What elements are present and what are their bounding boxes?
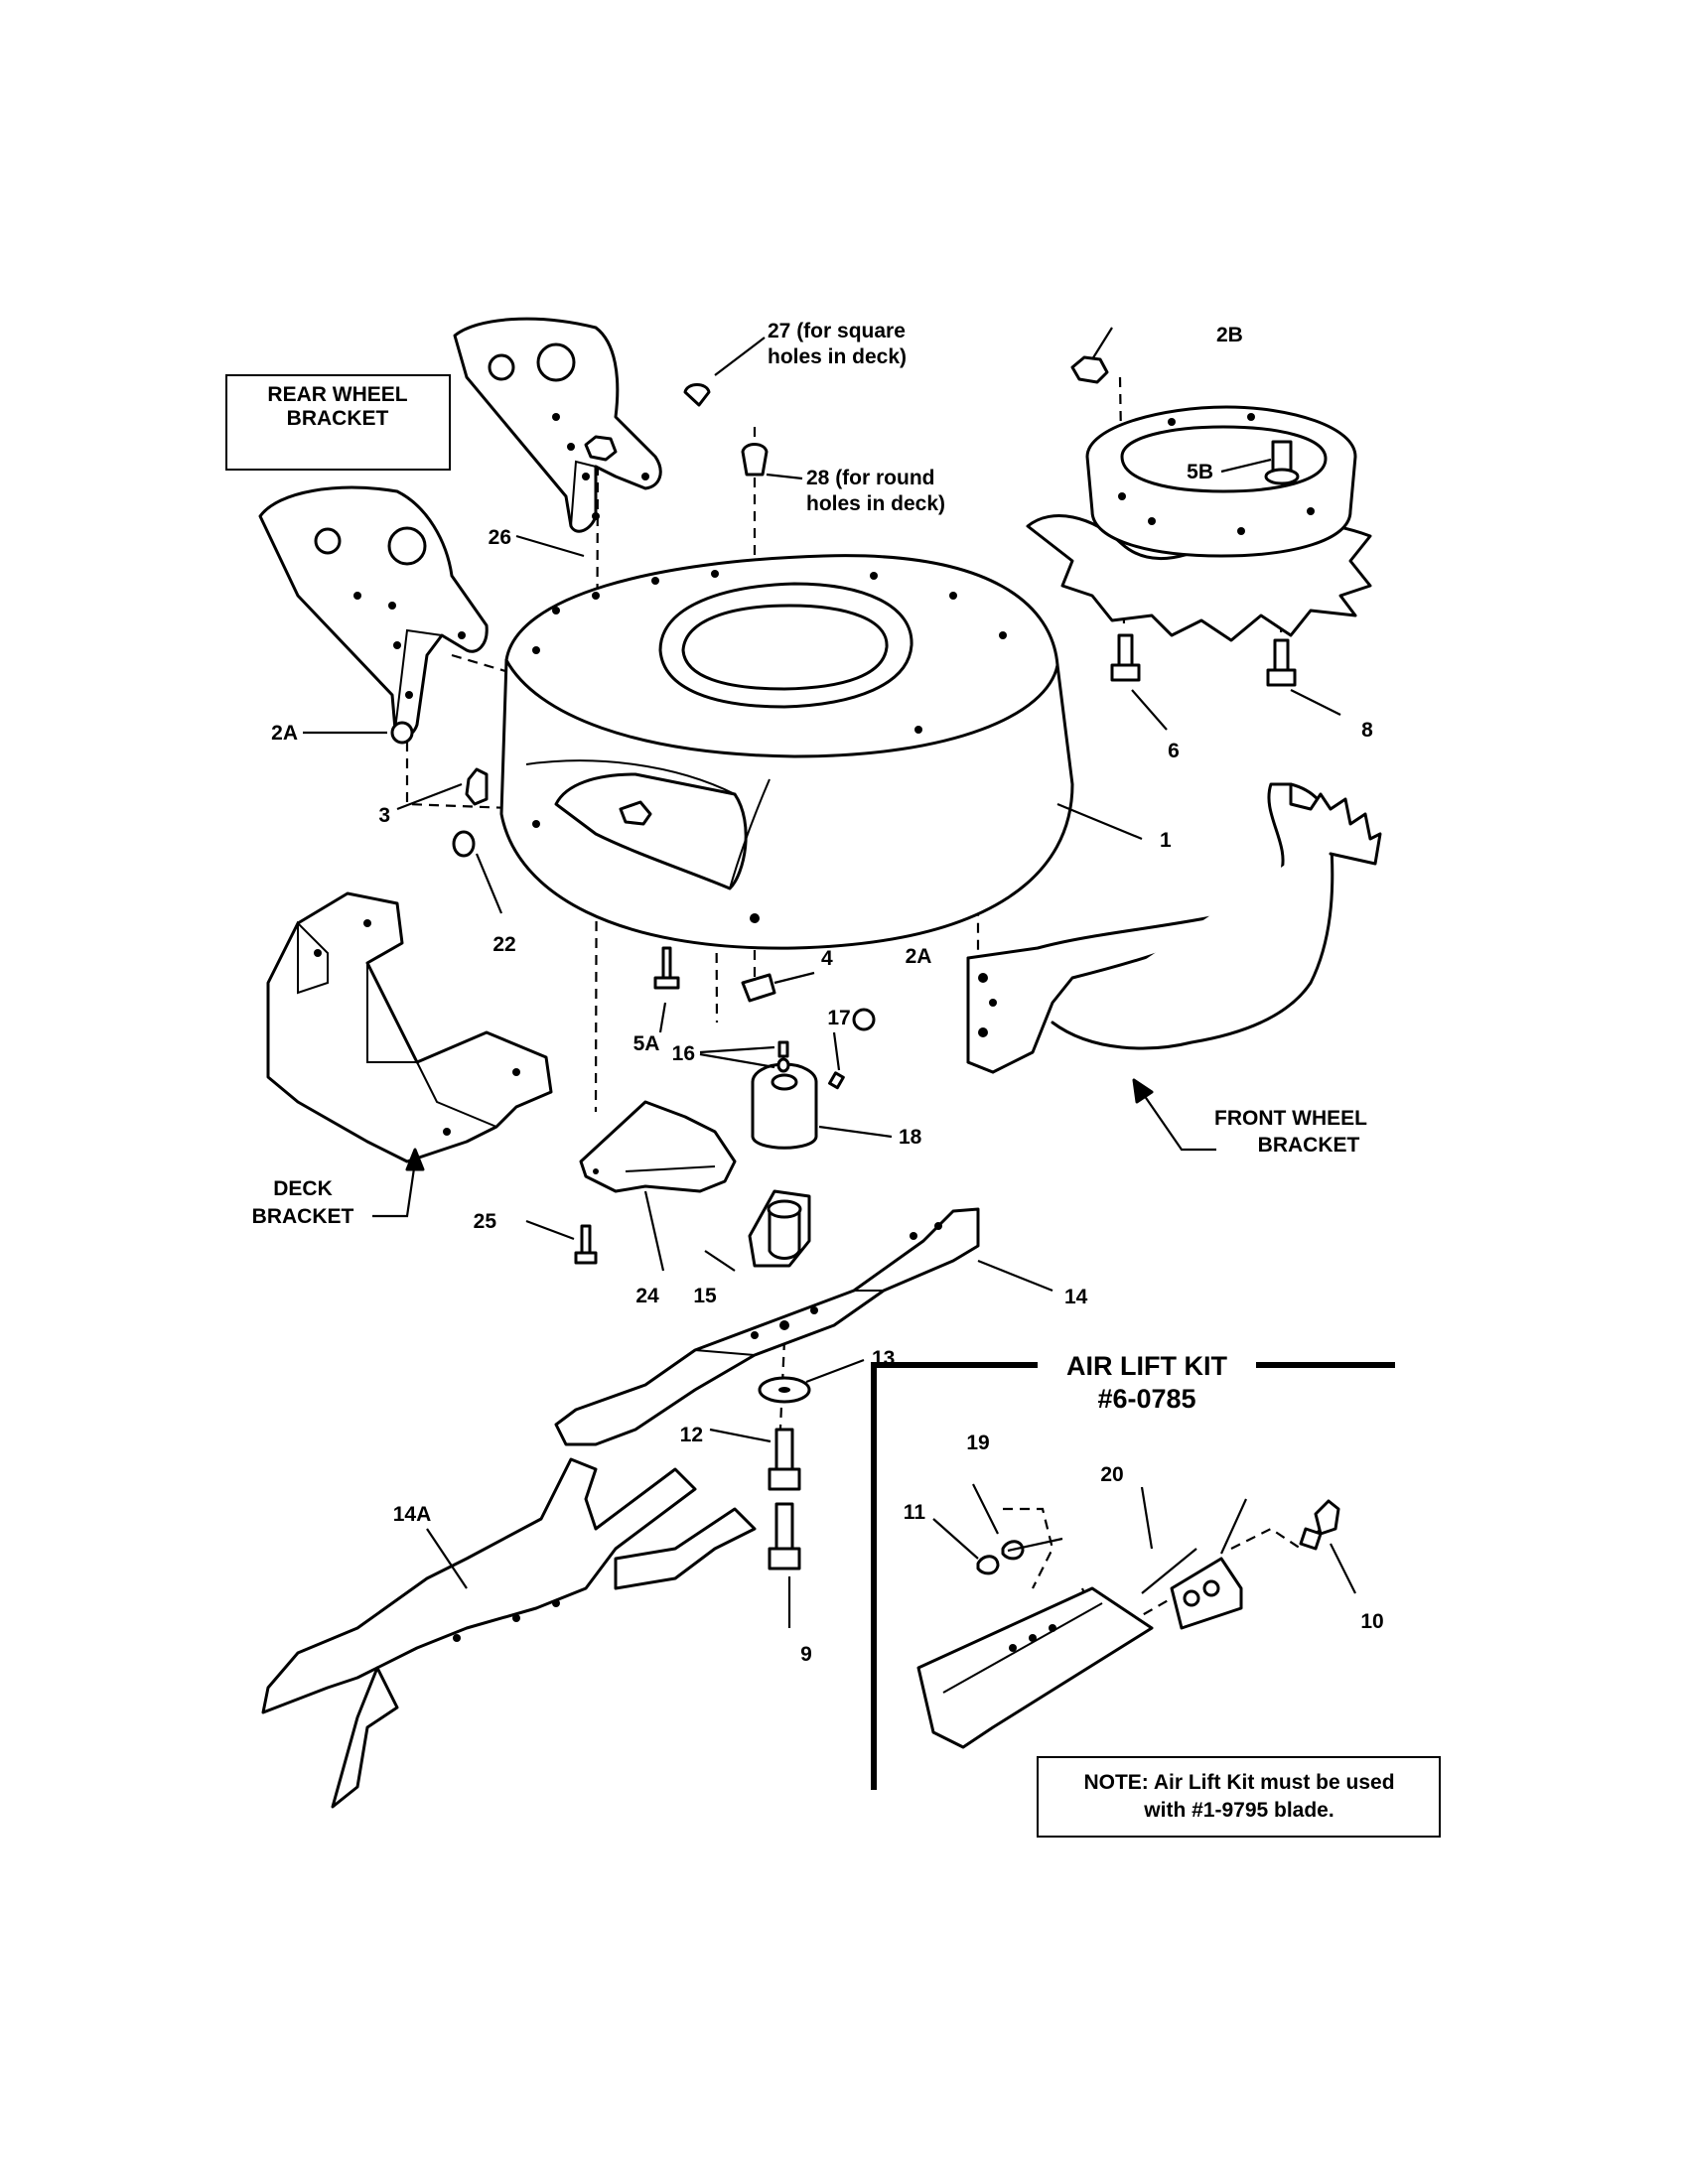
- callout-11: 11: [904, 1501, 926, 1524]
- rear-wheel-bracket-upper: [453, 317, 662, 533]
- callout-2A-lower: 2A: [906, 945, 932, 968]
- callout-25: 25: [474, 1210, 497, 1233]
- label-arrows: [372, 1078, 1216, 1218]
- callout-19: 19: [966, 1432, 989, 1454]
- callout-1: 1: [1160, 829, 1172, 852]
- rear-wheel-bracket-label-line2: BRACKET: [287, 407, 389, 430]
- air-lift-kit-number: #6-0785: [1097, 1384, 1195, 1414]
- hardware: [390, 355, 1300, 1570]
- callout-18: 18: [899, 1126, 922, 1149]
- deck-detail-inset: [1026, 405, 1372, 642]
- note-line2: with #1-9795 blade.: [1143, 1799, 1333, 1822]
- callout-27-line2: holes in deck): [768, 345, 907, 368]
- rear-wheel-bracket-label-line1: REAR WHEEL: [267, 383, 407, 406]
- callout-5A: 5A: [633, 1032, 660, 1055]
- mower-deck: [499, 554, 1074, 950]
- air-lift-kit-detail: [916, 1499, 1340, 1749]
- part-14A-blade: [261, 1457, 757, 1809]
- callout-9: 9: [800, 1643, 812, 1666]
- air-lift-kit-frame: [871, 1362, 1395, 1790]
- front-wheel-bracket: [966, 782, 1382, 1074]
- callout-13: 13: [872, 1347, 895, 1370]
- rear-wheel-bracket-lower: [258, 485, 489, 739]
- callout-27-line1: 27 (for square: [768, 320, 906, 342]
- callout-16: 16: [672, 1042, 695, 1065]
- part-24-shield: [579, 1100, 737, 1193]
- leader-lines: [303, 327, 1356, 1628]
- front-wheel-bracket-label-line2: BRACKET: [1258, 1134, 1360, 1157]
- callout-2A-upper: 2A: [271, 722, 298, 745]
- rear-wheel-bracket-label-box: [225, 374, 451, 471]
- hub-assembly: [748, 1040, 845, 1268]
- callout-28-line2: holes in deck): [806, 492, 945, 515]
- callout-5B: 5B: [1187, 461, 1213, 483]
- callout-26: 26: [489, 526, 511, 549]
- callout-12: 12: [680, 1424, 703, 1446]
- callout-4: 4: [821, 947, 833, 970]
- callout-15: 15: [693, 1285, 717, 1307]
- front-wheel-bracket-label-line1: FRONT WHEEL: [1214, 1107, 1367, 1130]
- callout-22: 22: [492, 933, 515, 956]
- callout-2B: 2B: [1216, 324, 1243, 346]
- callout-17: 17: [827, 1007, 850, 1029]
- callout-20: 20: [1100, 1463, 1123, 1486]
- air-lift-kit-title: AIR LIFT KIT: [1066, 1351, 1227, 1381]
- callout-8: 8: [1361, 719, 1373, 742]
- callout-3: 3: [378, 804, 390, 827]
- note-line1: NOTE: Air Lift Kit must be used: [1083, 1771, 1394, 1794]
- note-box: [1037, 1756, 1441, 1838]
- callout-6: 6: [1168, 740, 1180, 762]
- callout-14: 14: [1064, 1286, 1088, 1308]
- deck-bracket: [266, 891, 553, 1163]
- callout-14A: 14A: [393, 1503, 432, 1526]
- callout-10: 10: [1360, 1610, 1383, 1633]
- callout-24: 24: [635, 1285, 659, 1307]
- part-14-blade: [554, 1207, 980, 1446]
- deck-bracket-label-line2: BRACKET: [252, 1205, 354, 1228]
- deck-bracket-label-line1: DECK: [273, 1177, 333, 1200]
- callout-28-line1: 28 (for round: [806, 467, 935, 489]
